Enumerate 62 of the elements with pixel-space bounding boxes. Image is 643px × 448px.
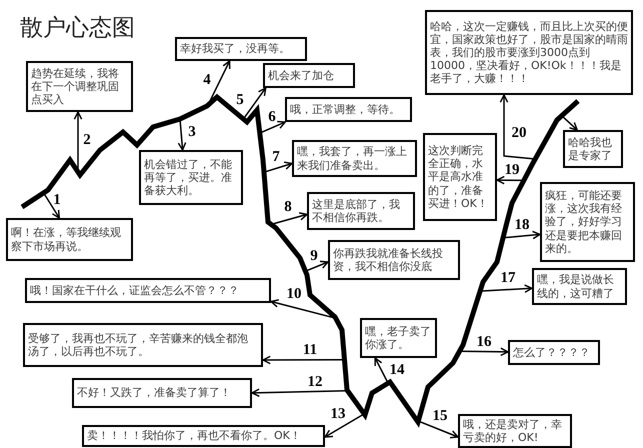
comment-box: 受够了，我再也不玩了，辛苦赚来的钱全都泡汤了，以后再也不玩了。: [23, 323, 263, 367]
edge-label: 9: [310, 248, 318, 264]
comment-box: 幸好我买了，没再等。: [175, 37, 307, 61]
edge-label: 12: [308, 374, 322, 390]
comment-box: 你再跌我就准备长线投资，我不相信你没底: [328, 240, 460, 280]
edge-label: 1: [53, 192, 61, 208]
arrow: [480, 284, 533, 293]
arrow: [500, 94, 536, 160]
comment-box: 趋势在延续，我将在下一个调整巩固点买入: [26, 61, 133, 112]
edge-label: 2: [83, 132, 91, 148]
comment-box: 怎么了？？？？: [508, 340, 600, 365]
edge-label: 14: [390, 362, 404, 378]
edge-label: 3: [188, 124, 196, 140]
arrow: [503, 230, 541, 240]
comment-box: 机会来了加仓: [263, 63, 355, 88]
comment-box: 哦，还是卖对了，幸亏卖的好，OK!: [458, 414, 572, 448]
comment-box: 啊！在涨，等我继续观察下市场再说。: [6, 218, 133, 261]
edge-label: 5: [236, 92, 244, 108]
arrow: [418, 420, 459, 438]
arrow: [42, 192, 60, 219]
comment-box: 嘿，我套了，再一涨上来我们准备卖出。: [292, 140, 417, 177]
comment-box: 嘿，老子卖了你涨了。: [360, 318, 437, 358]
arrow: [264, 161, 293, 173]
comment-box: 这次判断完全正确，水平是高水准的了，准备买进！OK！: [423, 133, 497, 221]
edge-label: 7: [272, 149, 280, 165]
comment-box: 哦，正常调整，等待。: [285, 97, 412, 122]
arrow: [260, 120, 286, 134]
comment-box: 这里是底部了，我不相信你再跌。: [307, 192, 415, 230]
title: 散户心态图: [20, 14, 135, 43]
arrow: [324, 413, 365, 438]
comment-box: 疯狂，可能还要涨，这次我有经验了，好好学习还是要把本赚回来的。: [540, 182, 635, 262]
edge-label: 18: [514, 217, 530, 233]
arrow: [561, 115, 578, 131]
comment-box: 嘿，我是说做长线的，这可糟了: [532, 268, 627, 305]
edge-label: 8: [284, 199, 292, 215]
edge-label: 4: [203, 72, 211, 88]
arrow: [242, 87, 266, 120]
edge-label: 11: [302, 342, 318, 358]
edge-label: 13: [330, 406, 346, 422]
arrow: [271, 212, 308, 226]
comment-box: 哈哈，这次一定赚钱，而且比上次买的便宜，国家政策也好了，股市是国家的晴雨表，我们的股市要涨到3000点到10000，坚决看好，OK!Ok！！！我是老手了，大赚！！！: [425, 10, 633, 95]
arrow: [178, 118, 186, 151]
arrow: [496, 176, 524, 184]
comment-box: 卖！！！！我怕你了，再也不看你了。OK！: [82, 425, 325, 447]
edge-label: 17: [500, 270, 516, 286]
arrow: [251, 388, 348, 398]
arrow: [305, 260, 329, 272]
comment-box: 机会错过了，不能再等了，买进。准备获大利。: [139, 150, 243, 205]
edge-label: 10: [286, 286, 302, 302]
arrow: [262, 356, 344, 364]
edge-label: 16: [476, 334, 492, 350]
edge-label: 15: [432, 408, 448, 424]
arrow: [270, 299, 336, 319]
comment-box: 哦！国家在干什么，证监会怎么不管？？？: [25, 278, 271, 303]
edge-label: 19: [504, 162, 520, 178]
arrow: [460, 347, 509, 356]
comment-box: 哈哈我也是专家了: [563, 130, 623, 168]
comment-box: 不好！又跌了，准备卖了算了！: [72, 378, 252, 408]
arrow: [74, 111, 82, 172]
edge-label: 6: [268, 109, 276, 125]
arrow: [374, 357, 389, 384]
edge-label: 20: [512, 125, 526, 141]
